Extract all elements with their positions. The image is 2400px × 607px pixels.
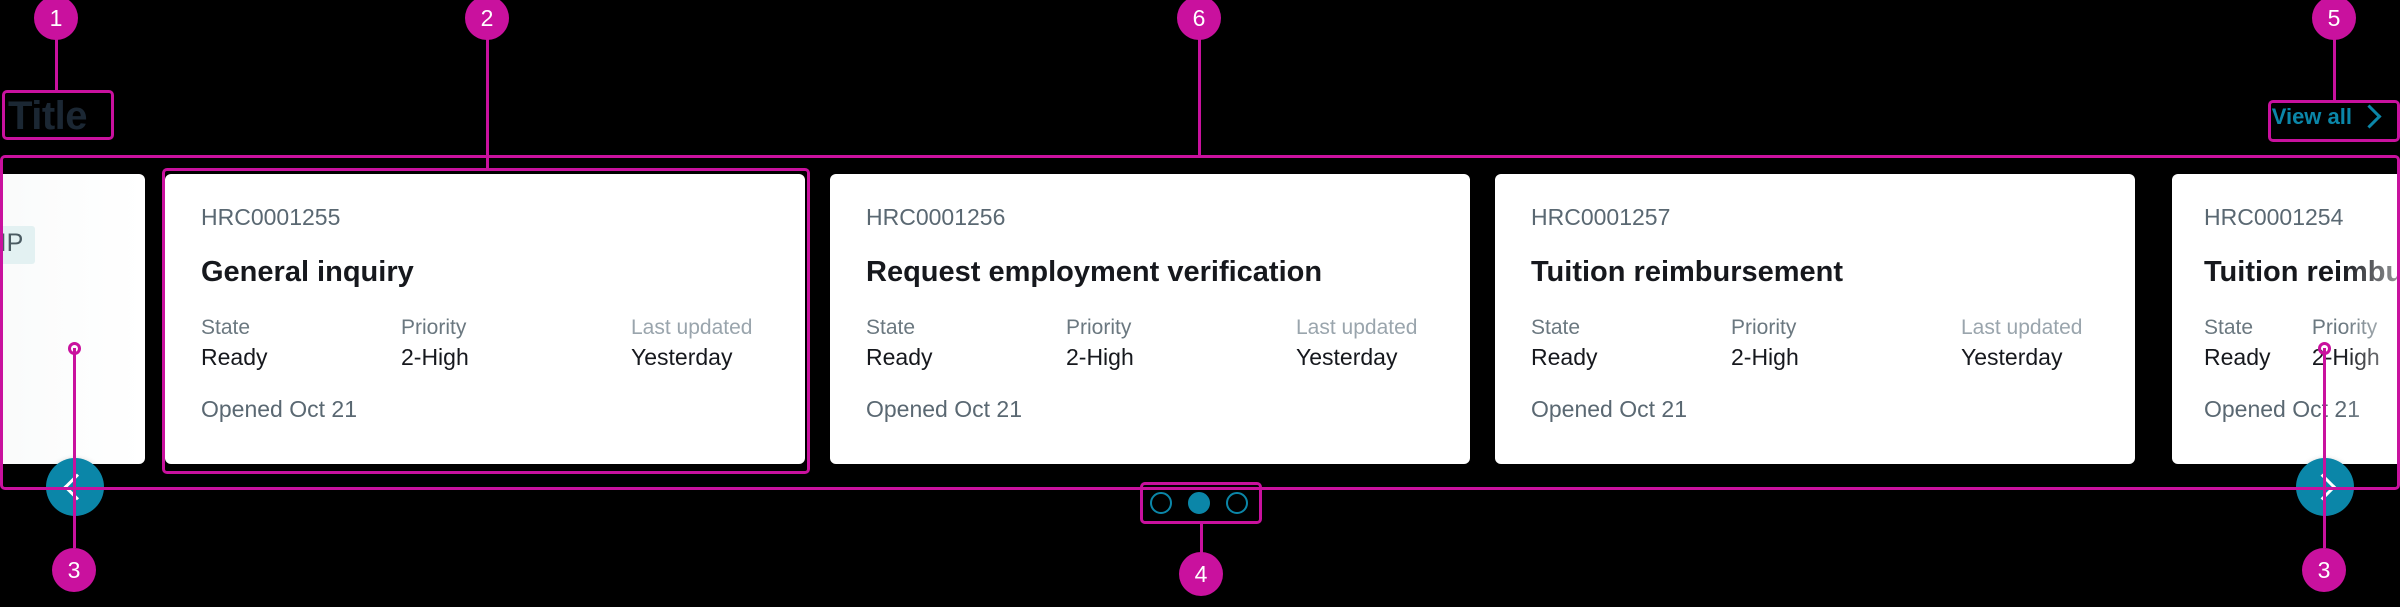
pagination-dot[interactable] xyxy=(1150,492,1172,514)
card-content: HRC0001254 Tuition reimbursement State R… xyxy=(2172,174,2400,464)
field-value-last-updated: Yesterday xyxy=(631,344,733,371)
card-number: HRC0001257 xyxy=(1531,204,1671,230)
field-label-last-updated: Last updated xyxy=(1296,315,1418,339)
annotation-marker-5: 5 xyxy=(2312,0,2356,40)
card-field-last-updated: Last updated Yesterday xyxy=(1296,315,1417,372)
edge-card-body: VIP Category Company xyxy=(0,174,145,464)
card-field-state: State Ready xyxy=(2204,315,2312,372)
field-value-last-updated: Yesterday xyxy=(1961,344,2063,371)
card-field-state: State Ready xyxy=(201,315,401,372)
carousel-card[interactable]: HRC0001256 Request employment verificati… xyxy=(830,174,1470,464)
field-value-state: Ready xyxy=(2204,344,2271,371)
field-value-state: Ready xyxy=(1531,344,1598,371)
card-title: Request employment verification xyxy=(866,256,1323,288)
annotation-marker-2: 2 xyxy=(465,0,509,40)
field-value-priority: 2-High xyxy=(1066,344,1134,371)
card-field-last-updated: Last updated Yesterday xyxy=(1961,315,2082,372)
card-field-row: State Ready Priority 2-High Last updated… xyxy=(866,315,1434,372)
field-value-last-updated: Yesterday xyxy=(1296,344,1398,371)
chevron-left-icon xyxy=(63,473,91,501)
carousel-next-button[interactable] xyxy=(2296,458,2354,516)
pagination-dot[interactable] xyxy=(1226,492,1248,514)
annotation-leader-4 xyxy=(1200,523,1203,553)
card-number: HRC0001256 xyxy=(866,204,1006,230)
annotation-leader-6 xyxy=(1198,38,1201,156)
card-field-state: State Ready xyxy=(866,315,1066,372)
record-carousel[interactable]: VIP Category Company HRC0001255 General … xyxy=(0,168,2400,516)
pagination-dot-active[interactable] xyxy=(1188,492,1210,514)
card-field-priority: Priority 2-High xyxy=(401,315,631,372)
field-label-priority: Priority xyxy=(401,315,467,339)
card-footer: Opened Oct 21 xyxy=(201,395,357,422)
field-label-priority: Priority xyxy=(1066,315,1132,339)
card-number: HRC0001255 xyxy=(201,204,341,230)
annotation-leader-2 xyxy=(486,36,489,170)
carousel-prev-button[interactable] xyxy=(46,458,104,516)
card-title: Tuition reimbursement xyxy=(2204,256,2400,288)
view-all-label: View all xyxy=(2271,104,2352,129)
carousel-card-edge-left[interactable]: VIP Category Company xyxy=(0,174,145,464)
annotation-marker-1: 1 xyxy=(34,0,78,40)
card-content: HRC0001255 General inquiry State Ready P… xyxy=(165,174,805,464)
field-value-priority: 2-High xyxy=(401,344,469,371)
field-label-priority: Priority xyxy=(1731,315,1797,339)
field-value-state: Ready xyxy=(866,344,933,371)
card-content: HRC0001256 Request employment verificati… xyxy=(830,174,1470,464)
field-label-last-updated: Last updated xyxy=(631,315,753,339)
card-field-row: State Ready Priority 2-High xyxy=(2204,315,2400,372)
card-field-last-updated: Last updated Yesterday xyxy=(631,315,752,372)
card-field-priority: Priority 2-High xyxy=(1731,315,1961,372)
carousel-card-edge-right[interactable]: HRC0001254 Tuition reimbursement State R… xyxy=(2172,174,2400,464)
field-value-priority: 2-High xyxy=(2311,344,2380,371)
annotation-marker-4: 4 xyxy=(1179,552,1223,596)
card-title: General inquiry xyxy=(201,256,414,288)
field-value-priority: 2-High xyxy=(1731,344,1799,371)
field-label-priority: Priority xyxy=(2311,315,2378,339)
field-label-state: State xyxy=(201,315,251,339)
view-all-button[interactable]: View all xyxy=(2271,104,2382,130)
card-footer: Opened Oct 21 xyxy=(1531,395,1687,422)
field-label-state: State xyxy=(2204,315,2254,339)
card-title: Tuition reimbursement xyxy=(1531,256,1844,288)
carousel-card[interactable]: HRC0001255 General inquiry State Ready P… xyxy=(165,174,805,464)
card-field-row: State Ready Priority 2-High Last updated… xyxy=(201,315,769,372)
card-footer: Opened Oct 21 xyxy=(2204,395,2360,422)
card-field-priority: Priority 2-High xyxy=(1066,315,1296,372)
card-content: HRC0001257 Tuition reimbursement State R… xyxy=(1495,174,2135,464)
card-field-row: State Ready Priority 2-High Last updated… xyxy=(1531,315,2099,372)
annotation-marker-3b: 3 xyxy=(2302,548,2346,592)
card-footer: Opened Oct 21 xyxy=(866,395,1022,422)
annotation-marker-6: 6 xyxy=(1177,0,1221,40)
field-value-state: Ready xyxy=(201,344,268,371)
page-title: Title xyxy=(8,94,88,138)
carousel-card[interactable]: HRC0001257 Tuition reimbursement State R… xyxy=(1495,174,2135,464)
field-label-last-updated: Last updated xyxy=(1961,315,2083,339)
chevron-right-icon xyxy=(2357,104,2382,129)
field-label-state: State xyxy=(1531,315,1581,339)
card-field-state: State Ready xyxy=(1531,315,1731,372)
card-field-priority: Priority 2-High xyxy=(2312,315,2400,372)
card-number: HRC0001254 xyxy=(2204,204,2344,230)
carousel-pagination[interactable] xyxy=(1150,492,1248,514)
field-label-state: State xyxy=(866,315,916,339)
annotation-marker-3a: 3 xyxy=(52,548,96,592)
chevron-right-icon xyxy=(2309,473,2337,501)
vip-badge: VIP xyxy=(0,226,36,264)
annotation-leader-1 xyxy=(55,36,58,92)
annotation-leader-5 xyxy=(2333,38,2336,100)
